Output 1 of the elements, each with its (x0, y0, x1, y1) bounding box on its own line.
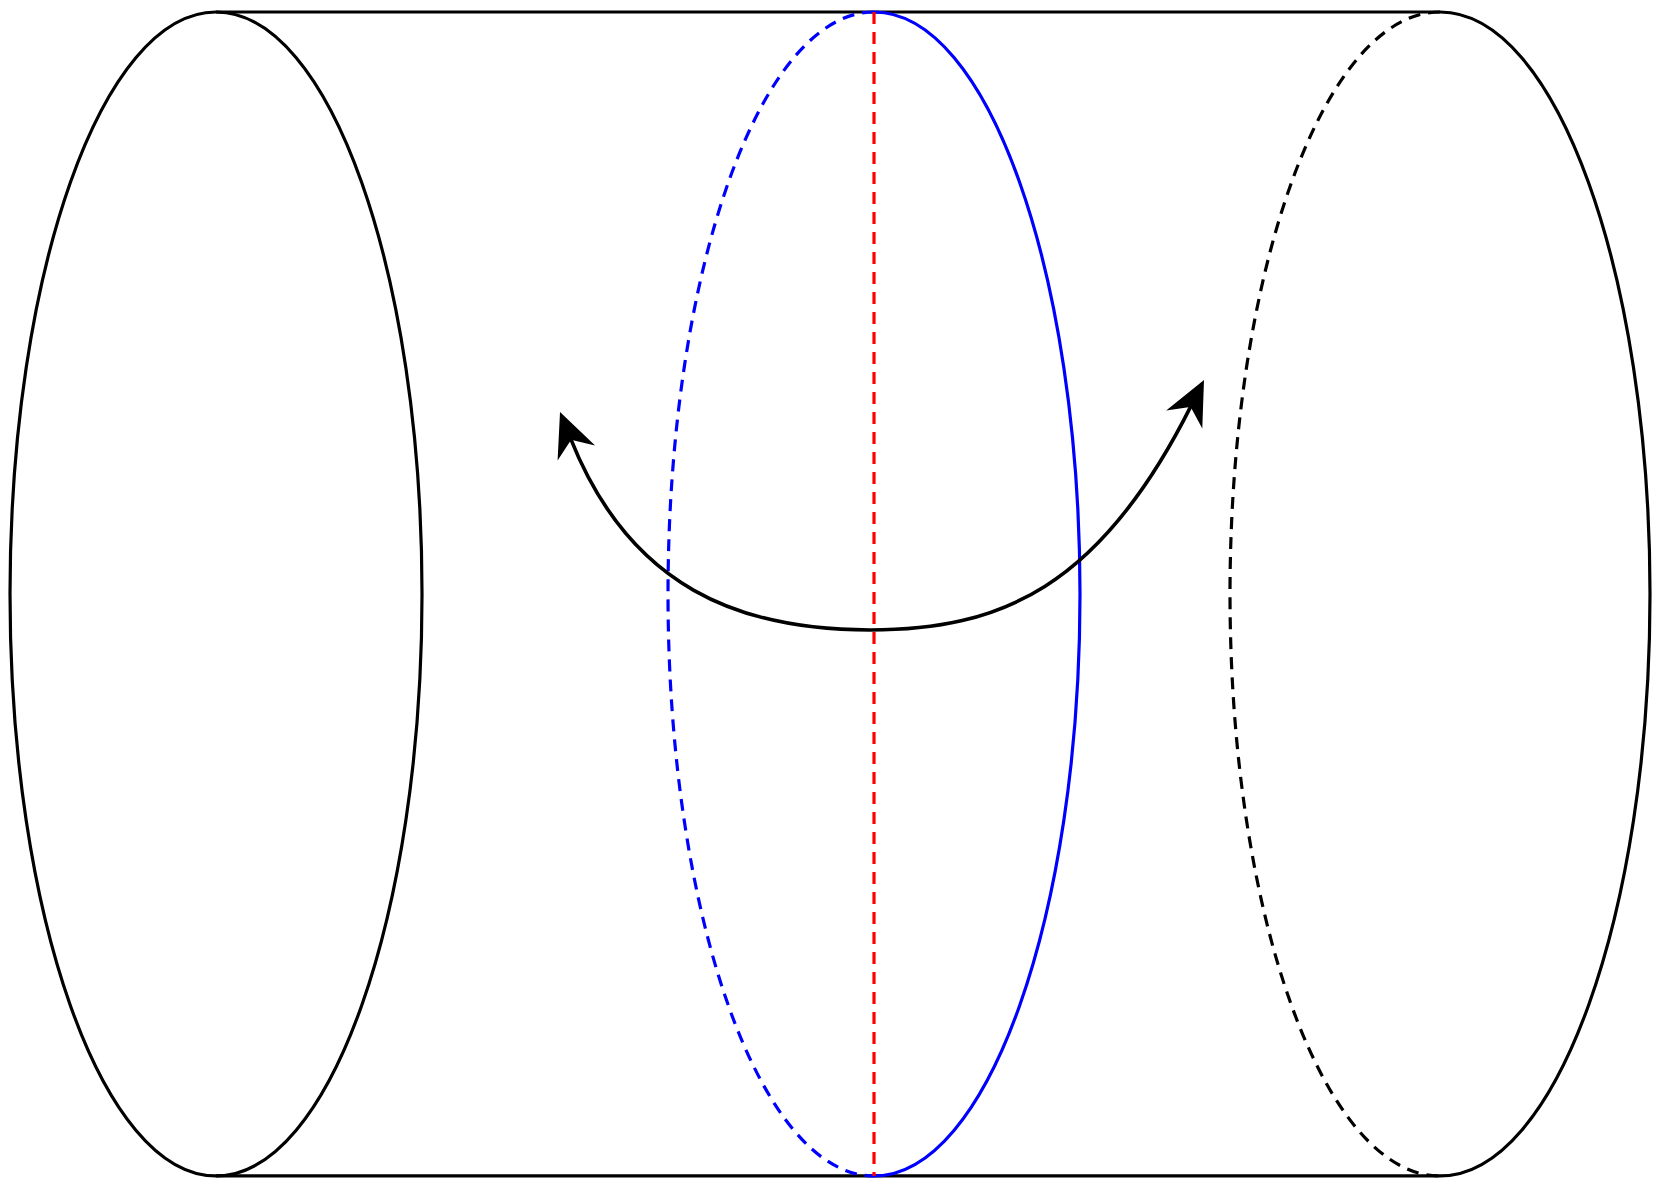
cylinder-drawing (8, 10, 1652, 1178)
